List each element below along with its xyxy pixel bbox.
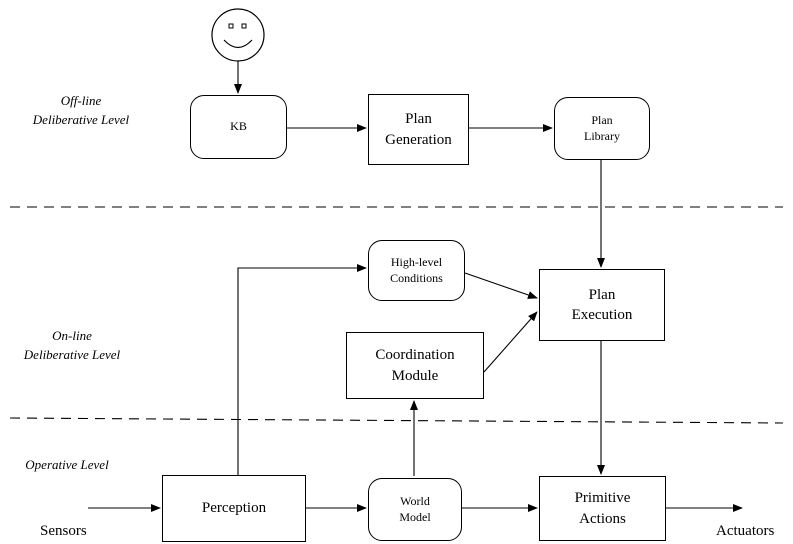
world-model-label-line1: World — [400, 493, 430, 508]
plan-generation-node: Plan Generation — [368, 94, 469, 165]
primitive-actions-label-line2: Actions — [579, 510, 626, 527]
high-level-conditions-label-line2: Conditions — [390, 270, 443, 285]
arrow-conditions-to-plan-execution — [464, 272, 538, 299]
plan-generation-label-line1: Plan — [405, 111, 432, 128]
actuators-label: Actuators — [716, 523, 775, 539]
level-label-online-line1: On-line — [52, 328, 92, 343]
primitive-actions-label-line1: Primitive — [574, 490, 631, 507]
plan-library-label-line1: Plan — [591, 112, 613, 127]
arrow-perception-to-conditions — [237, 264, 367, 475]
plan-execution-label-line2: Execution — [571, 307, 633, 323]
kb-node: KB — [190, 95, 287, 159]
high-level-conditions-label-line1: High-level — [390, 254, 443, 269]
sensors-label: Sensors — [40, 523, 87, 539]
coordination-module-label-line2: Module — [391, 367, 439, 384]
world-model-label-line2: Model — [399, 509, 431, 524]
coordination-module-label-line1: Coordination — [375, 347, 455, 364]
plan-library-label-line2: Library — [584, 128, 620, 143]
level-label-offline-line2: Deliberative Level — [32, 111, 130, 127]
level-label-offline-line1: Off-line — [60, 93, 102, 108]
level-separator-bottom — [9, 417, 784, 424]
level-label-online: On-line Deliberative Level — [8, 327, 136, 365]
arrow-coordination-to-plan-execution — [483, 311, 538, 373]
level-label-online-line2: Deliberative Level — [23, 346, 121, 362]
kb-label: KB — [230, 119, 247, 134]
plan-library-node: Plan Library — [554, 97, 650, 160]
high-level-conditions-node: High-level Conditions — [368, 240, 465, 301]
level-label-offline: Off-line Deliberative Level — [22, 92, 140, 130]
perception-node: Perception — [162, 475, 306, 542]
perception-label: Perception — [201, 500, 267, 517]
level-label-operative: Operative Level — [25, 457, 109, 472]
plan-execution-node: Plan Execution — [539, 269, 665, 341]
primitive-actions-node: Primitive Actions — [539, 476, 666, 541]
smiley-face-icon — [211, 8, 265, 62]
world-model-node: World Model — [368, 478, 462, 541]
plan-generation-label-line2: Generation — [385, 131, 452, 148]
plan-execution-label-line1: Plan — [588, 286, 616, 303]
coordination-module-node: Coordination Module — [346, 332, 484, 399]
